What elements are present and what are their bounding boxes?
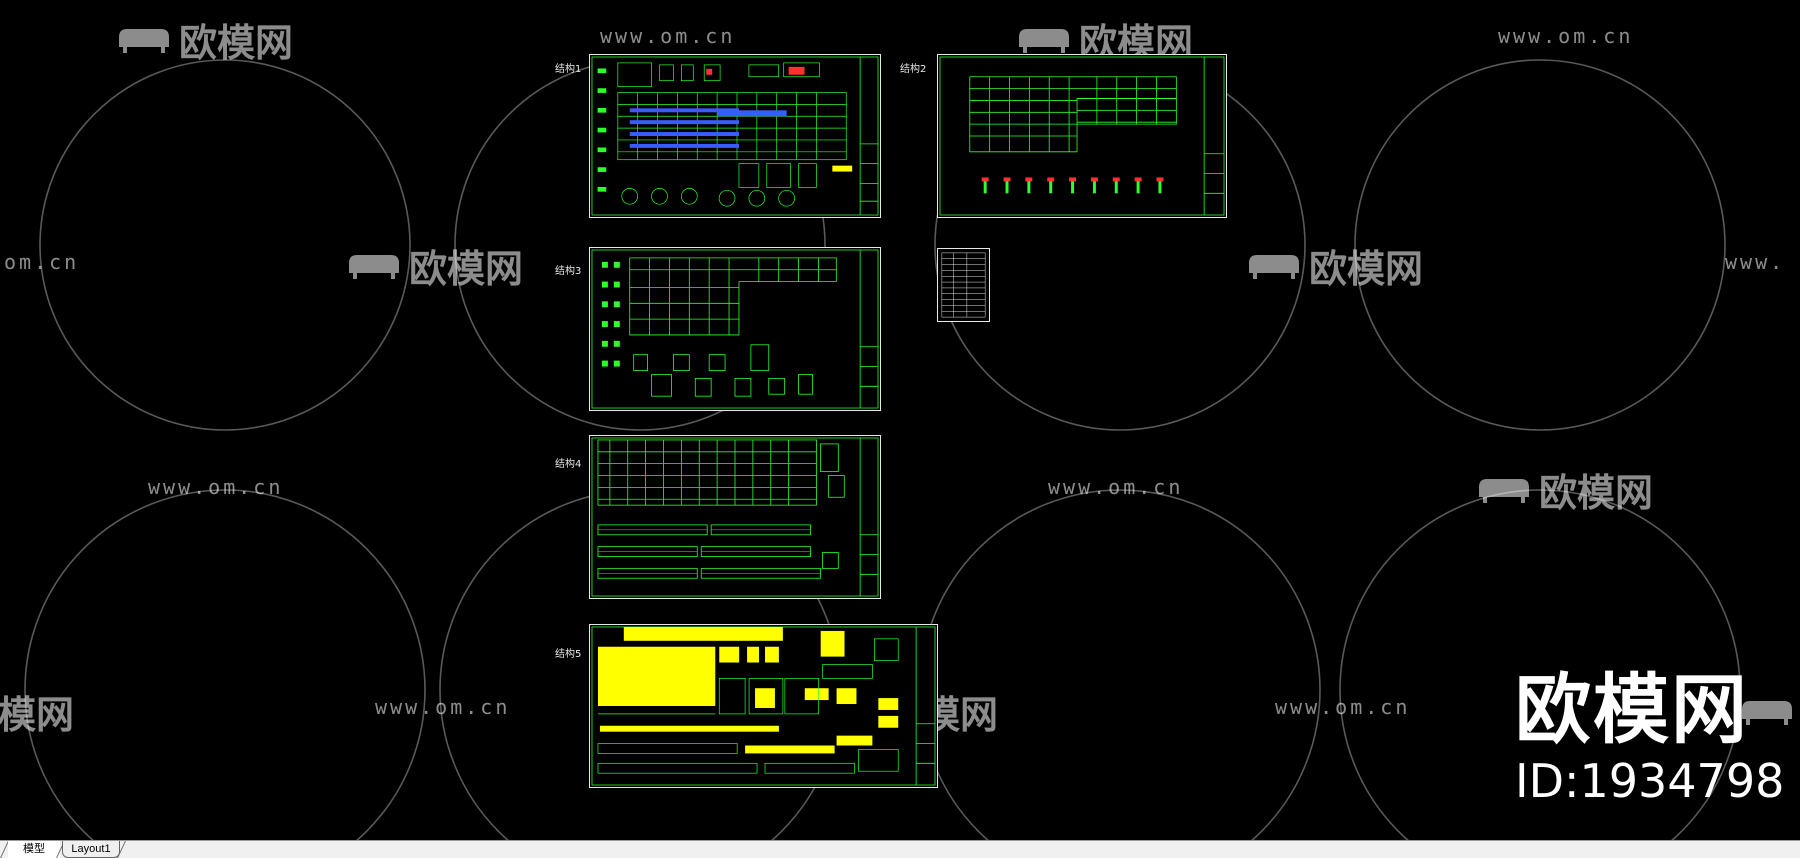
tab-model[interactable]: 模型 (8, 841, 60, 858)
watermark-url-partial: www. (1725, 250, 1786, 274)
drawing-content (591, 249, 879, 409)
brand-overlay: 欧模网 ID:1934798 (1515, 665, 1785, 809)
model-space-canvas[interactable]: 欧模网 www.om.cn 欧模网 www.om.cn om.cn 欧模网 欧模… (0, 0, 1800, 840)
drawing-sheet-plan[interactable] (937, 54, 1227, 218)
sheet-label: 结构5 (555, 649, 582, 660)
sheet-label: 结构3 (555, 266, 582, 277)
drawing-content (939, 56, 1225, 216)
layout-tab-bar: 模型 Layout1 (0, 840, 1800, 858)
sofa-icon (1019, 28, 1069, 53)
drawing-sheet-columns[interactable] (589, 247, 881, 411)
brand-id-label: ID:1934798 (1515, 754, 1785, 808)
tab-layout1[interactable]: Layout1 (62, 841, 120, 858)
watermark-logo-text: 欧模网 (1309, 247, 1424, 291)
watermark-logo-text: 欧模网 (179, 21, 294, 65)
drawing-sheet-foundation[interactable] (589, 54, 881, 218)
sofa-icon (119, 28, 169, 53)
watermark-url: www.om.cn (1498, 24, 1634, 48)
watermark-logo: 欧模网 (1475, 462, 1653, 517)
watermark-logo-text: 欧模网 (409, 247, 524, 291)
drawing-content (591, 437, 879, 597)
sheet-label: 结构2 (900, 64, 927, 75)
drawing-sheet-table[interactable] (937, 248, 990, 322)
watermark-logo-text: 欧模网 (1539, 471, 1654, 515)
watermark-logo: 欧模网 (115, 12, 293, 67)
brand-name: 欧模网 (1515, 665, 1749, 754)
watermark-url: www.om.cn (1275, 695, 1411, 719)
sheet-label: 结构4 (555, 459, 582, 470)
drawing-content (941, 252, 986, 318)
drawing-sheet-slab[interactable] (589, 624, 938, 788)
drawing-sheet-beams[interactable] (589, 435, 881, 599)
sheet-label: 结构1 (555, 64, 582, 75)
watermark-url: www.om.cn (1048, 475, 1184, 499)
watermark-url: www.om.cn (600, 24, 736, 48)
sofa-icon (349, 254, 399, 279)
sofa-icon (1249, 254, 1299, 279)
watermark-logo-partial: 欧模网 (0, 684, 74, 739)
watermark-url: www.om.cn (375, 695, 511, 719)
watermark-logo-text: 欧模网 (0, 693, 75, 737)
watermark-logo: 欧模网 (1245, 238, 1423, 293)
watermark-url-partial: om.cn (4, 250, 80, 274)
drawing-content (591, 626, 936, 786)
sofa-icon (1479, 478, 1529, 503)
drawing-content (591, 56, 879, 216)
watermark-url: www.om.cn (148, 475, 284, 499)
watermark-logo: 欧模网 (345, 238, 523, 293)
